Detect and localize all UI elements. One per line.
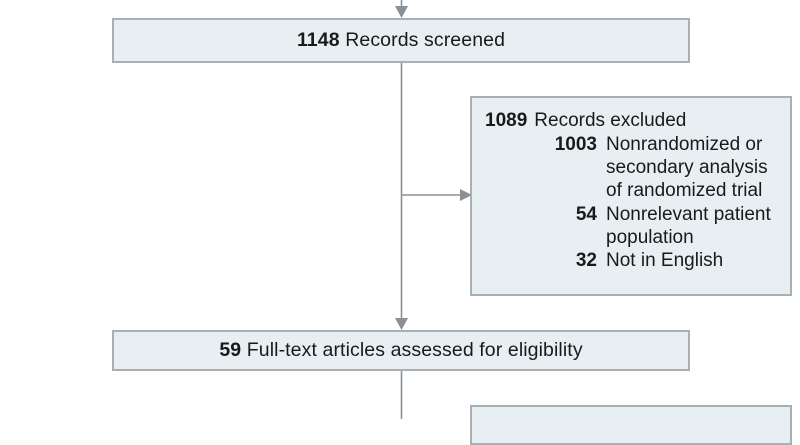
arrow-into-records-screened-icon — [395, 0, 408, 18]
records-screened-label: Records screened — [345, 29, 506, 51]
exclusion-reason-label: Nonrelevant patient population — [606, 203, 771, 248]
full-text-assessed-count: 59 — [219, 339, 242, 361]
exclusion-reason-count: 32 — [575, 250, 597, 272]
records-excluded-count: 1089 — [485, 110, 528, 131]
records-excluded-heading: 1089 Records excluded — [485, 110, 780, 132]
exclusion-reason-row: 32 Not in English — [485, 250, 780, 273]
exclusion-reason-row: 54 Nonrelevant patient population — [485, 204, 780, 250]
records-excluded-label: Records excluded — [534, 110, 687, 131]
records-screened-count: 1148 — [296, 29, 340, 51]
box-next-stage-partial — [470, 405, 792, 445]
box-records-excluded: 1089 Records excluded 1003 Nonrandomized … — [470, 96, 792, 296]
box-records-screened: 1148 Records screened — [112, 18, 690, 63]
arrow-to-records-excluded-icon — [401, 189, 472, 201]
exclusion-reason-label: Not in English — [606, 250, 724, 272]
arrow-into-full-text-assessed-icon — [395, 318, 408, 330]
exclusion-reason-count: 54 — [575, 203, 597, 225]
exclusion-reason-count: 1003 — [554, 134, 597, 156]
records-screened-text: 1148 Records screened — [297, 29, 505, 52]
box-full-text-assessed: 59 Full-text articles assessed for eligi… — [112, 330, 690, 371]
flow-diagram: 1148 Records screened 1089 Records exclud… — [112, 0, 792, 445]
full-text-assessed-text: 59 Full-text articles assessed for eligi… — [219, 339, 582, 362]
full-text-assessed-label: Full-text articles assessed for eligibil… — [246, 339, 583, 361]
exclusion-reason-row: 1003 Nonrandomized or secondary analysis… — [485, 134, 780, 202]
exclusion-reason-label: Nonrandomized or secondary analysis of r… — [606, 134, 768, 201]
